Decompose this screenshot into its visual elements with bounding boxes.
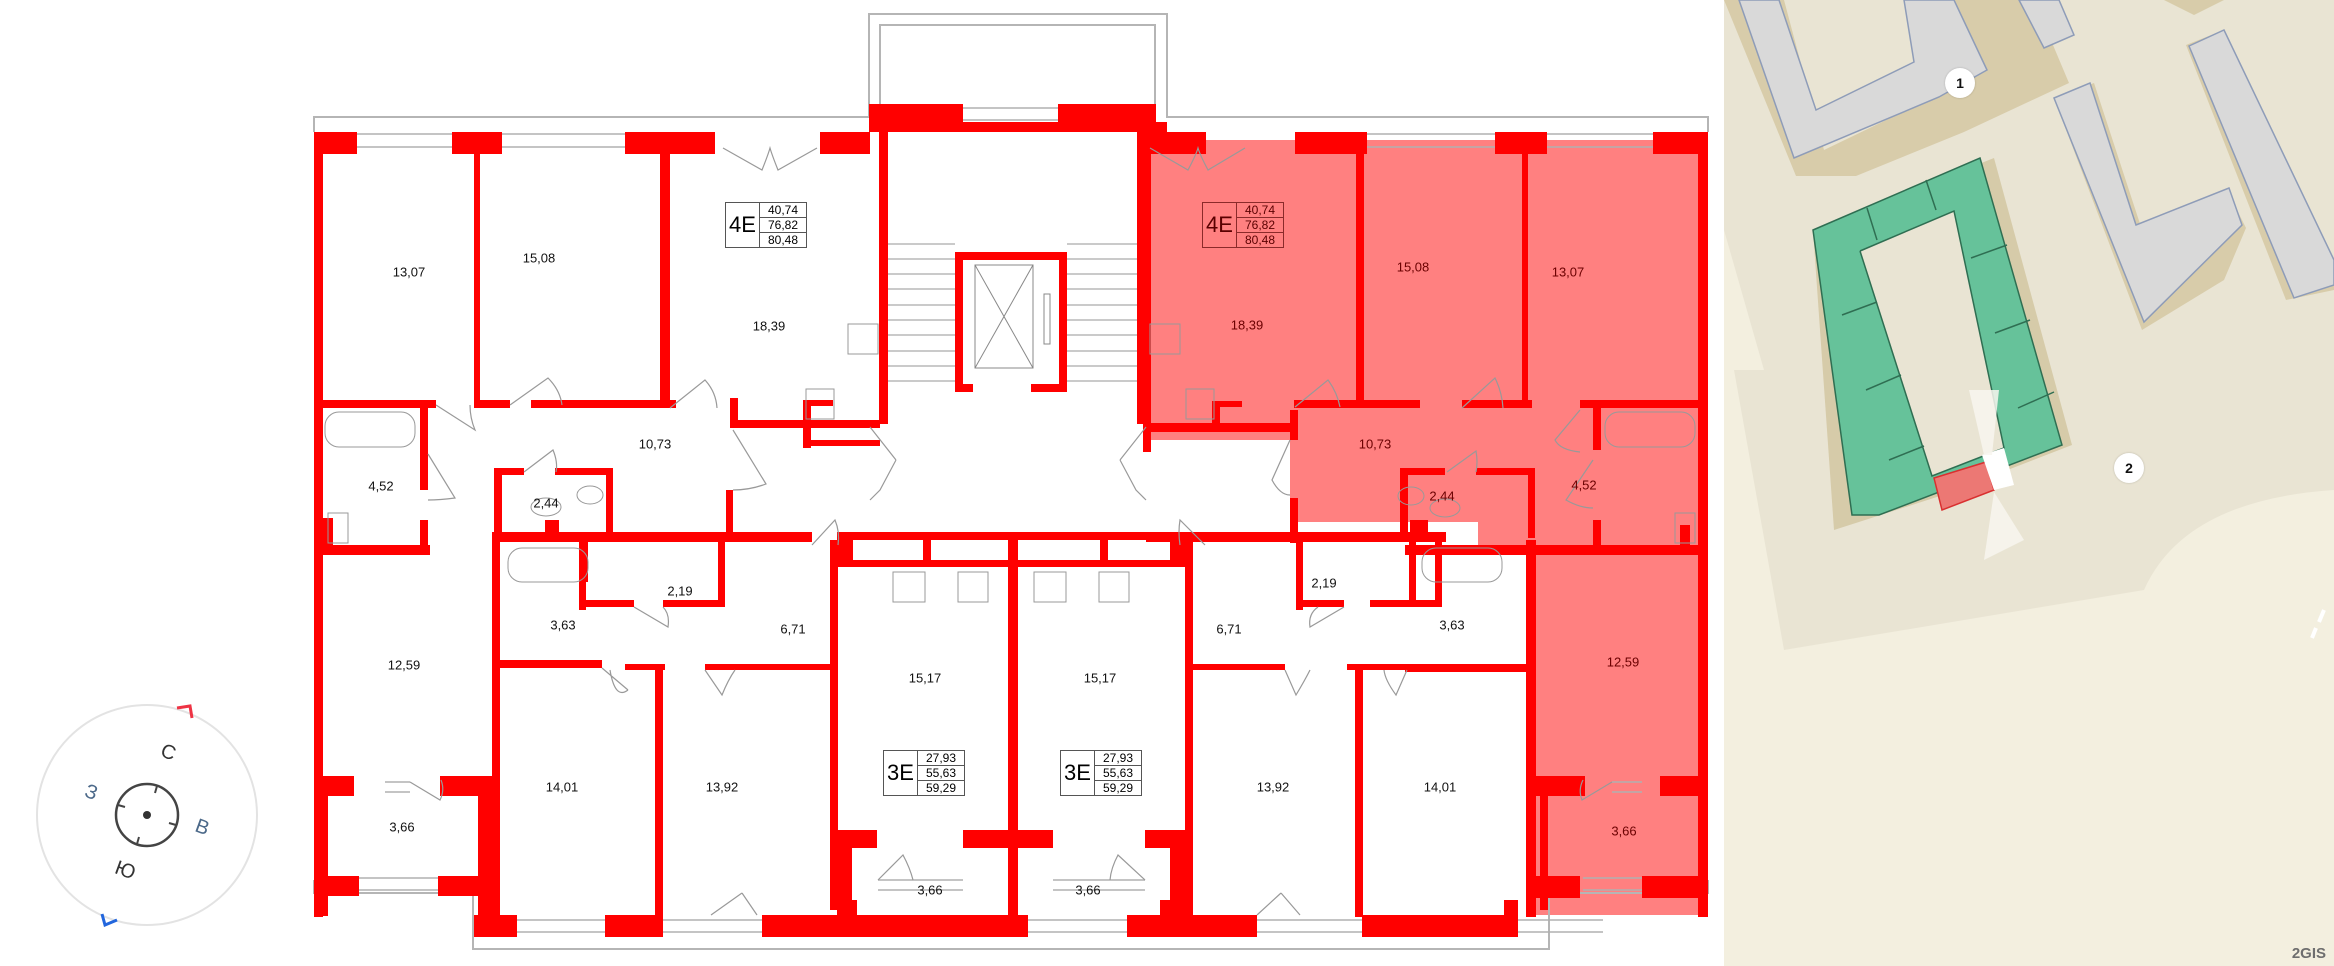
map-marker-1[interactable]: 1 xyxy=(1945,68,1975,98)
total-area: 55,63 xyxy=(1095,766,1141,781)
room-area-label: 14,01 xyxy=(545,779,579,795)
room-area-label: 15,17 xyxy=(1083,670,1117,686)
room-area-label: 10,73 xyxy=(1358,436,1392,452)
room-area-label: 10,73 xyxy=(638,436,672,452)
doors xyxy=(409,145,1613,916)
apartment-code: 4E xyxy=(1203,203,1237,247)
path-dashes xyxy=(2310,609,2326,639)
windows xyxy=(356,107,1670,933)
building-right xyxy=(2053,29,2334,330)
room-area-label: 15,08 xyxy=(522,250,556,266)
brand-logo: 2GIS xyxy=(2291,945,2326,962)
south-indicator-icon xyxy=(100,913,118,927)
floor-plan-drawing xyxy=(313,13,1709,950)
room-area-label: 12,59 xyxy=(387,657,421,673)
room-area-label: 2,19 xyxy=(1311,575,1337,591)
room-area-label: 15,17 xyxy=(908,670,942,686)
elevator-icon xyxy=(974,264,1051,369)
total-area: 55,63 xyxy=(918,766,964,781)
room-area-label: 4,52 xyxy=(368,478,394,494)
living-area: 40,74 xyxy=(1237,203,1283,218)
compass-widget[interactable]: С В Ю З xyxy=(35,703,259,927)
room-area-label: 3,66 xyxy=(1611,823,1637,839)
apartment-code: 3E xyxy=(1061,751,1095,795)
walls xyxy=(314,104,1708,937)
room-area-label: 13,07 xyxy=(1551,264,1585,280)
room-area-label: 3,66 xyxy=(1075,882,1101,898)
total-area-with-balcony: 59,29 xyxy=(925,781,957,795)
map-panel[interactable]: 1 2 2GIS xyxy=(1724,0,2334,966)
fixtures xyxy=(324,323,1696,603)
total-area: 76,82 xyxy=(760,218,806,233)
apartment-tag-4e-right[interactable]: 4E 40,74 76,82 80,48 xyxy=(1202,202,1284,248)
apartment-code: 3E xyxy=(884,751,918,795)
compass-ring xyxy=(36,704,258,926)
room-area-label: 14,01 xyxy=(1423,779,1457,795)
room-area-label: 6,71 xyxy=(780,621,806,637)
room-area-label: 3,63 xyxy=(1439,617,1465,633)
room-area-label: 2,19 xyxy=(667,583,693,599)
room-area-label: 3,63 xyxy=(550,617,576,633)
apartment-tag-4e-left[interactable]: 4E 40,74 76,82 80,48 xyxy=(725,202,807,248)
highlighted-apartment-fill xyxy=(1143,140,1708,915)
living-area: 27,93 xyxy=(1095,751,1141,766)
room-area-label: 15,08 xyxy=(1396,259,1430,275)
room-area-label: 18,39 xyxy=(752,318,786,334)
building-top-middle xyxy=(2018,0,2075,49)
total-area-with-balcony: 59,29 xyxy=(1102,781,1134,795)
map-canvas[interactable] xyxy=(1724,0,2334,966)
apartment-code: 4E xyxy=(726,203,760,247)
room-area-label: 13,07 xyxy=(392,264,426,280)
room-area-label: 13,92 xyxy=(1256,779,1290,795)
room-area-label: 3,66 xyxy=(917,882,943,898)
total-area-with-balcony: 80,48 xyxy=(767,233,799,247)
room-area-label: 2,44 xyxy=(1429,488,1455,504)
apartment-tag-3e-right[interactable]: 3E 27,93 55,63 59,29 xyxy=(1060,750,1142,796)
floor-plan-panel: 13,07 15,08 18,39 10,73 4,52 2,44 12,59 3,63 2,1… xyxy=(35,13,1709,950)
apartment-tag-3e-left[interactable]: 3E 27,93 55,63 59,29 xyxy=(883,750,965,796)
selected-building xyxy=(1812,156,2072,560)
building-1 xyxy=(1724,0,2069,176)
room-area-label: 12,59 xyxy=(1606,654,1640,670)
north-indicator-icon xyxy=(176,704,194,719)
map-marker-2[interactable]: 2 xyxy=(2114,453,2144,483)
room-area-label: 13,92 xyxy=(705,779,739,795)
total-area: 76,82 xyxy=(1237,218,1283,233)
room-area-label: 3,66 xyxy=(389,819,415,835)
staircase xyxy=(887,243,1137,382)
room-area-label: 4,52 xyxy=(1571,477,1597,493)
room-area-label: 2,44 xyxy=(533,495,559,511)
room-area-label: 18,39 xyxy=(1230,317,1264,333)
living-area: 27,93 xyxy=(918,751,964,766)
room-area-label: 6,71 xyxy=(1216,621,1242,637)
compass-dial-icon xyxy=(114,782,180,848)
living-area: 40,74 xyxy=(760,203,806,218)
total-area-with-balcony: 80,48 xyxy=(1244,233,1276,247)
